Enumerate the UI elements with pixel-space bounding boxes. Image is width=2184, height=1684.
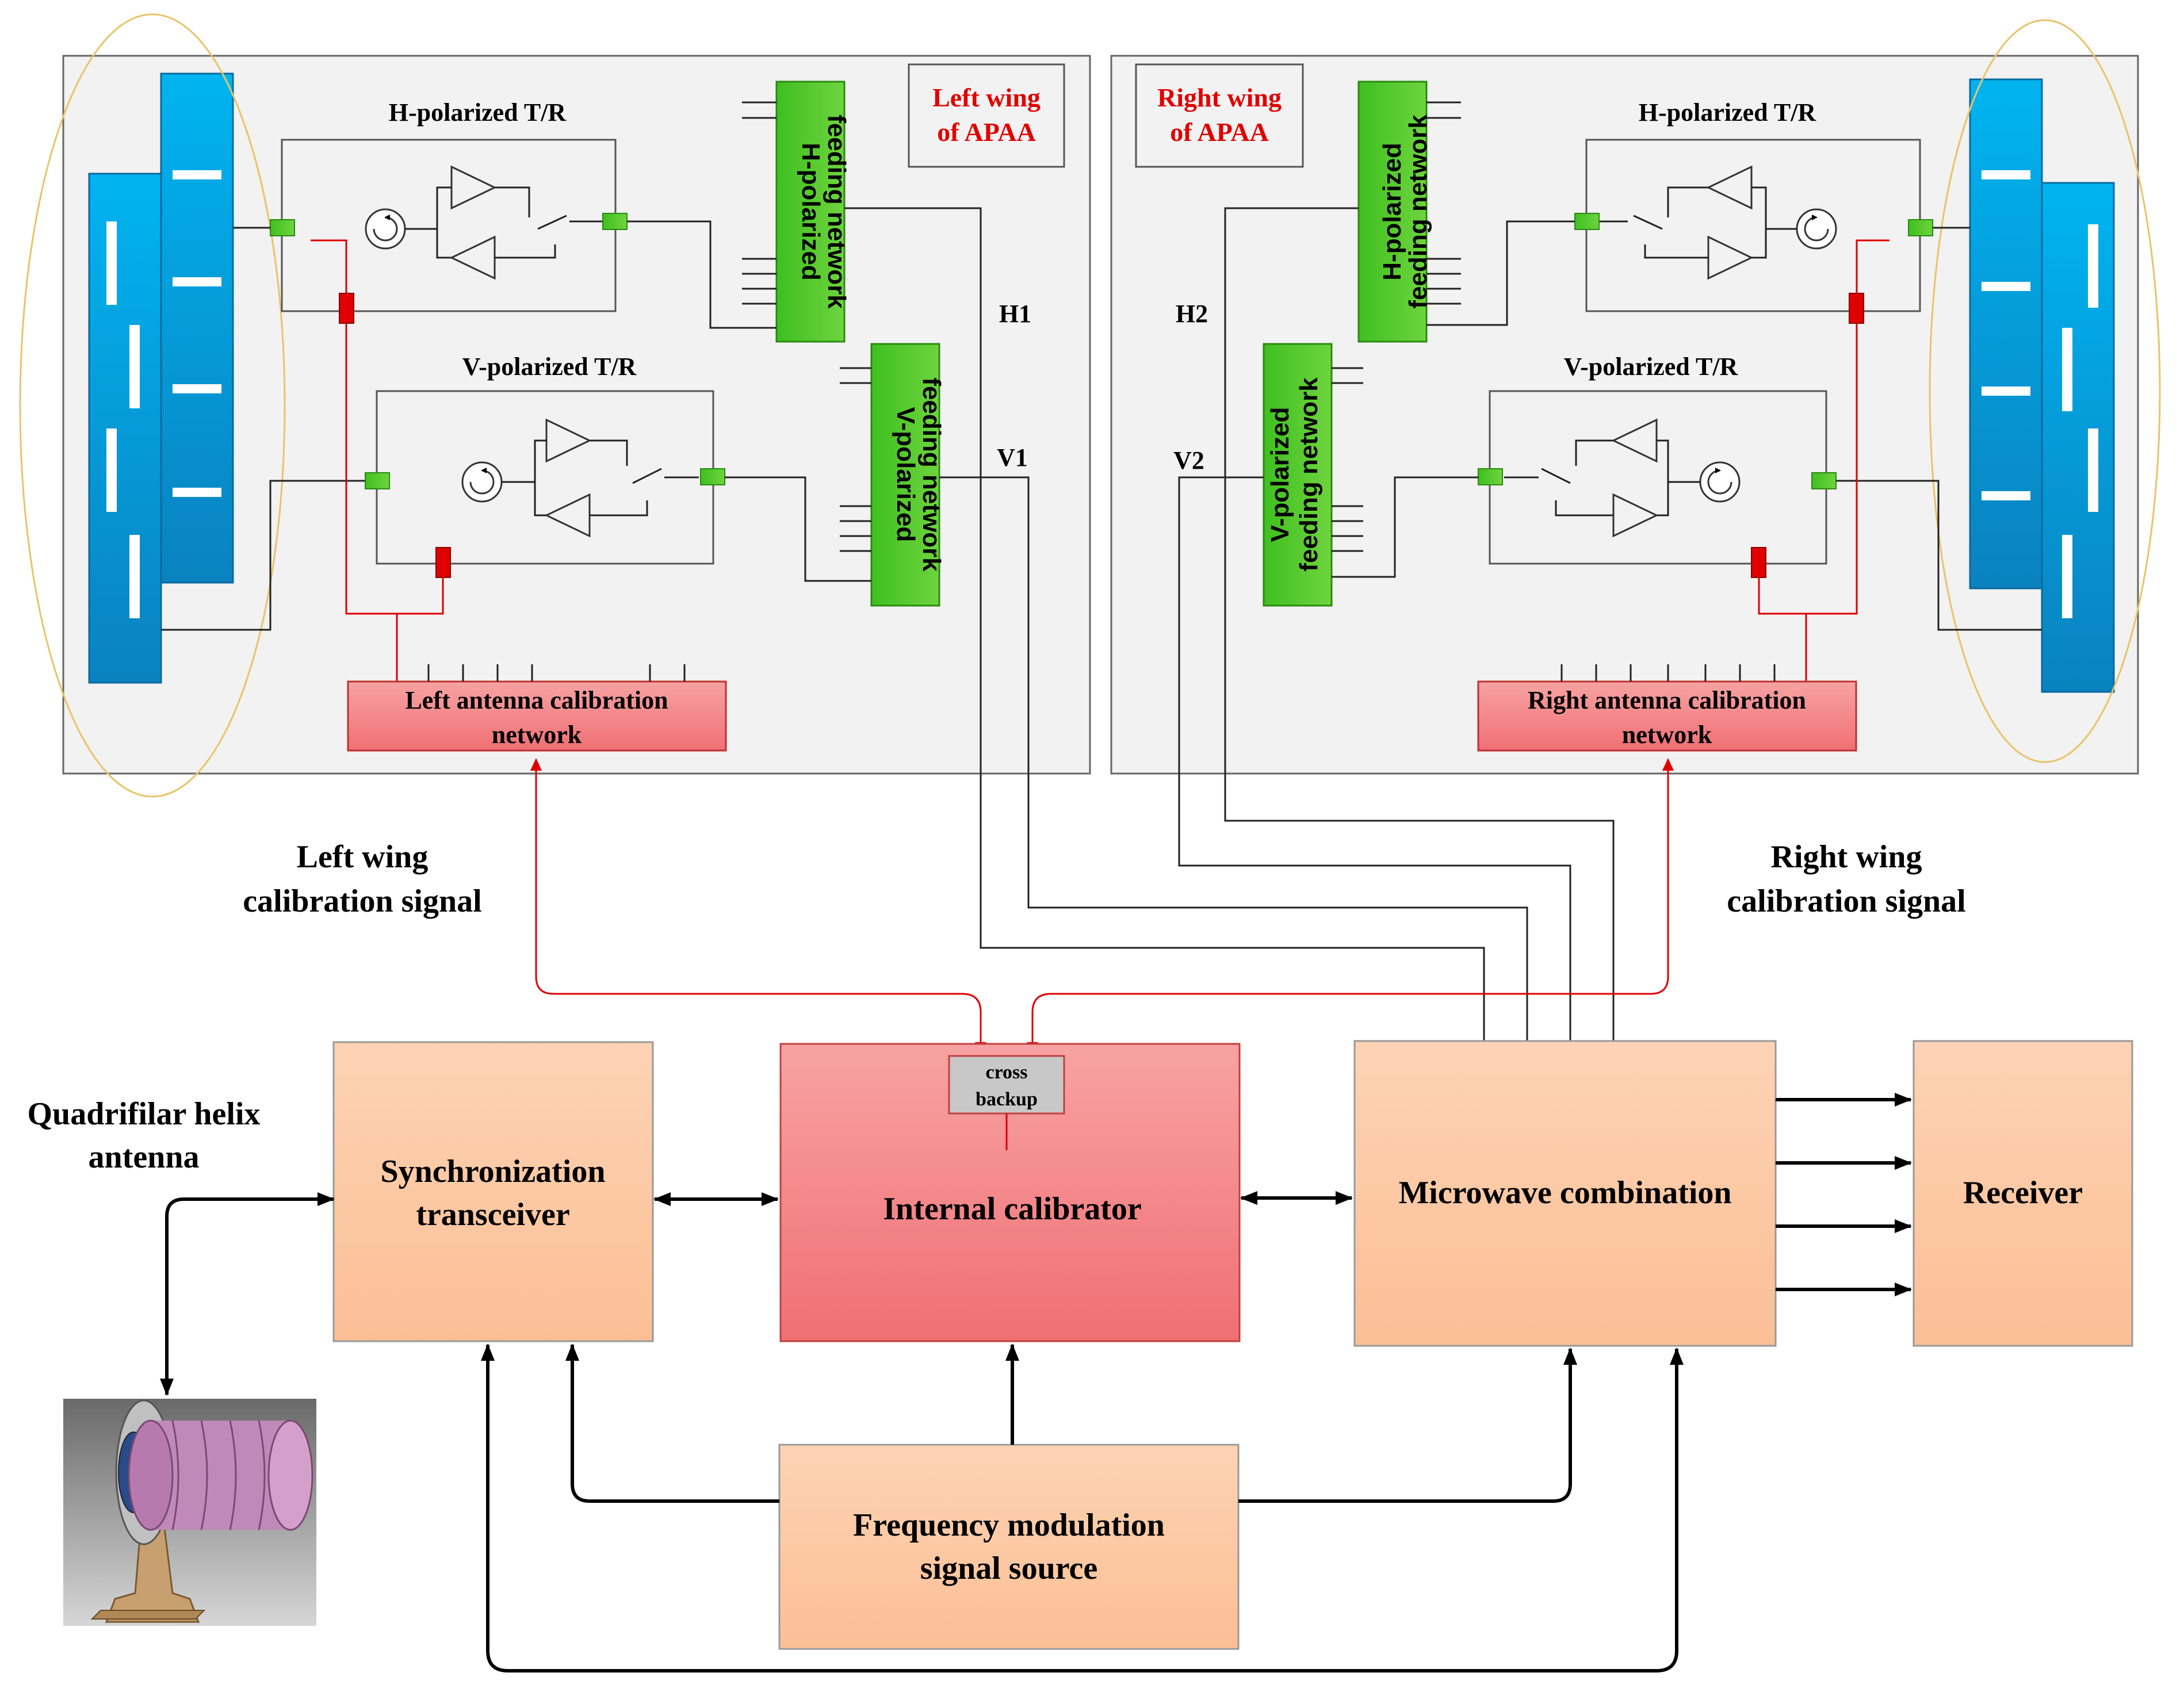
h2-label: H2 — [1176, 300, 1208, 328]
right-h-feed-label: H-polarized — [1378, 143, 1406, 281]
right-v-feeding-network: V-polarized feeding network — [1263, 343, 1363, 607]
v1-label: V1 — [997, 443, 1028, 472]
left-wing-subtitle: of APAA — [937, 117, 1036, 147]
right-wing-ellipse — [1929, 19, 2161, 763]
left-v-tr-module — [365, 390, 725, 578]
right-calibration-network: Right antenna calibration network — [1477, 664, 1857, 752]
right-h-feed-label-2: feeding network — [1404, 114, 1432, 309]
quadrifilar-helix-antenna-image — [63, 1399, 316, 1626]
right-v-tr-module — [1478, 390, 1837, 578]
left-wing-ellipse — [19, 13, 286, 798]
left-h-tr-module — [270, 139, 628, 324]
internal-calibrator: cross backup Internal calibrator — [779, 1043, 1241, 1342]
cross-backup-box — [948, 1055, 1065, 1115]
left-calibration-network: Left antenna calibration network — [347, 664, 727, 752]
cross-backup-label-2: backup — [976, 1089, 1038, 1110]
left-h-feed-label-2: feeding network — [823, 114, 851, 309]
antenna-label: Quadrifilar helix — [28, 1096, 261, 1132]
right-wing-panel: Right wing of APAA H-polarized T/R — [1110, 19, 2161, 775]
internal-calibrator-label: Internal calibrator — [883, 1191, 1141, 1227]
signal-connections — [160, 1093, 1912, 1672]
right-v-feed-label-2: feeding network — [1295, 377, 1323, 572]
left-v-feeding-network: V-polarized feeding network — [840, 343, 946, 607]
left-wing-cal-signal-label-2: calibration signal — [243, 883, 481, 919]
synchronization-transceiver: Synchronization transceiver — [332, 1041, 654, 1342]
sync-transceiver-label: Synchronization — [380, 1154, 605, 1189]
h1-label: H1 — [999, 300, 1031, 328]
left-wing-title: Left wing — [932, 83, 1041, 112]
left-wing-panel: Left wing of APAA H-polarized T/R — [19, 13, 1091, 798]
right-wing-title: Right wing — [1157, 83, 1282, 112]
right-wing-cal-signal-label-2: calibration signal — [1727, 883, 1965, 919]
polarization-signal-buses — [844, 207, 1615, 1041]
antenna-label-2: antenna — [89, 1139, 200, 1175]
left-h-tr-label: H-polarized T/R — [389, 98, 567, 127]
left-wing-cal-signal-label: Left wing — [297, 839, 429, 875]
sync-transceiver-label-2: transceiver — [416, 1197, 569, 1233]
left-v-feed-label-2: feeding network — [917, 377, 946, 572]
right-wing-cal-signal-label: Right wing — [1771, 839, 1922, 875]
microwave-combination-label: Microwave combination — [1398, 1175, 1731, 1211]
left-v-tr-label: V-polarized T/R — [462, 353, 637, 381]
v2-label: V2 — [1173, 446, 1204, 474]
left-h-feeding-network: H-polarized feeding network — [742, 81, 851, 343]
left-cal-net-label: Left antenna calibration — [405, 686, 668, 714]
calibration-signal-paths — [530, 758, 1674, 1055]
fm-source-label: Frequency modulation — [853, 1507, 1165, 1543]
frequency-modulation-source: Frequency modulation signal source — [778, 1444, 1240, 1650]
right-v-tr-label: V-polarized T/R — [1564, 353, 1739, 381]
receiver: Receiver — [1913, 1040, 2133, 1347]
fm-source-label-2: signal source — [920, 1551, 1098, 1586]
right-h-tr-label: H-polarized T/R — [1639, 98, 1817, 127]
left-cal-net-label-2: network — [492, 721, 582, 749]
right-v-feed-label: V-polarized — [1266, 407, 1294, 542]
receiver-label: Receiver — [1963, 1175, 2083, 1211]
left-antenna-array — [19, 13, 286, 798]
right-cal-net-label-2: network — [1622, 721, 1712, 749]
left-v-feed-label: V-polarized — [892, 407, 920, 542]
right-cal-net-label: Right antenna calibration — [1528, 686, 1806, 714]
right-h-feeding-network: H-polarized feeding network — [1357, 81, 1461, 343]
right-h-tr-module — [1574, 139, 1933, 324]
right-antenna-array — [1929, 19, 2161, 763]
right-wing-subtitle: of APAA — [1170, 117, 1269, 147]
microwave-combination: Microwave combination — [1353, 1040, 1777, 1347]
cross-backup-label: cross — [985, 1062, 1027, 1083]
left-h-feed-label: H-polarized — [797, 143, 825, 281]
